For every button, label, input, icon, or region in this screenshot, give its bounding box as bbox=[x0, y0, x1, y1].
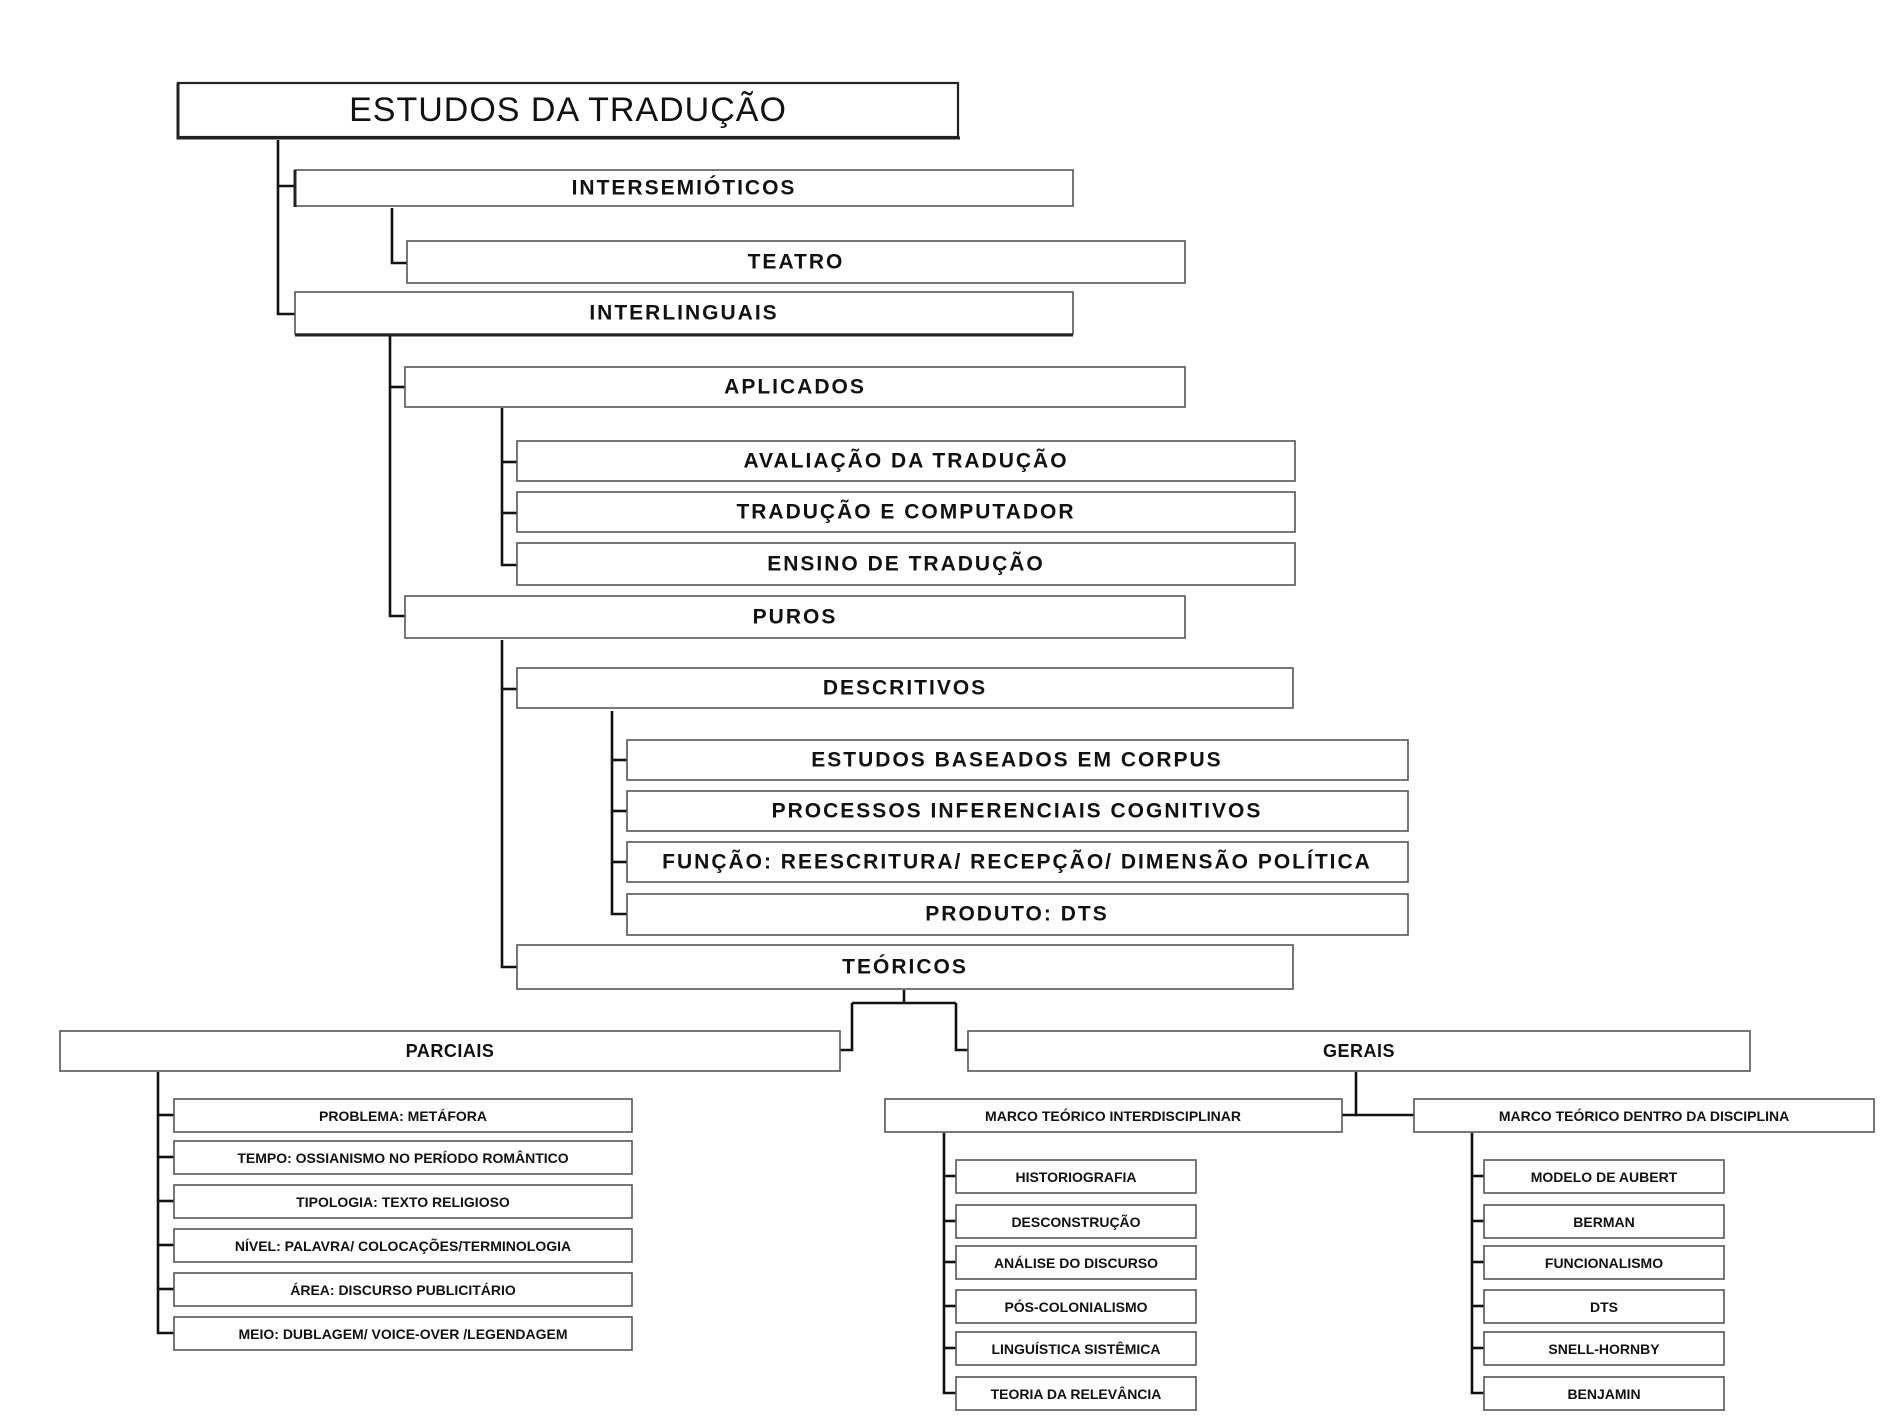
node-funcionalismo-label: FUNCIONALISMO bbox=[1545, 1255, 1663, 1271]
node-funcionalismo: FUNCIONALISMO bbox=[1483, 1245, 1725, 1280]
node-marco-inter: MARCO TEÓRICO INTERDISCIPLINAR bbox=[884, 1098, 1343, 1133]
node-aplicados: APLICADOS bbox=[404, 366, 1186, 408]
node-teoricos-label: TEÓRICOS bbox=[842, 955, 968, 979]
node-linguistica: LINGUÍSTICA SISTÊMICA bbox=[955, 1331, 1197, 1366]
node-tipologia: TIPOLOGIA: TEXTO RELIGIOSO bbox=[173, 1184, 633, 1219]
node-produto: PRODUTO: DTS bbox=[626, 893, 1409, 936]
node-relevancia-label: TEORIA DA RELEVÂNCIA bbox=[991, 1385, 1162, 1402]
node-corpus-label: ESTUDOS BASEADOS EM CORPUS bbox=[811, 749, 1222, 772]
node-ensino: ENSINO DE TRADUÇÃO bbox=[516, 542, 1296, 586]
node-poscolonialismo-label: PÓS-COLONIALISMO bbox=[1004, 1298, 1147, 1315]
node-root: ESTUDOS DA TRADUÇÃO bbox=[176, 81, 960, 140]
node-meio-label: MEIO: DUBLAGEM/ VOICE-OVER /LEGENDAGEM bbox=[238, 1326, 567, 1342]
node-nivel-label: NÍVEL: PALAVRA/ COLOCAÇÕES/TERMINOLOGIA bbox=[235, 1237, 571, 1254]
node-descritivos-label: DESCRITIVOS bbox=[823, 677, 987, 700]
node-parciais: PARCIAIS bbox=[59, 1030, 841, 1072]
node-traducao-computador: TRADUÇÃO E COMPUTADOR bbox=[516, 491, 1296, 533]
node-aubert: MODELO DE AUBERT bbox=[1483, 1159, 1725, 1194]
node-root-label: ESTUDOS DA TRADUÇÃO bbox=[349, 91, 787, 129]
node-linguistica-label: LINGUÍSTICA SISTÊMICA bbox=[991, 1340, 1160, 1357]
node-dts: DTS bbox=[1483, 1289, 1725, 1324]
node-funcao-label: FUNÇÃO: REESCRITURA/ RECEPÇÃO/ DIMENSÃO … bbox=[662, 851, 1372, 874]
node-teoricos: TEÓRICOS bbox=[516, 944, 1294, 990]
node-poscolonialismo: PÓS-COLONIALISMO bbox=[955, 1289, 1197, 1324]
node-processos: PROCESSOS INFERENCIAIS COGNITIVOS bbox=[626, 790, 1409, 832]
node-snell: SNELL-HORNBY bbox=[1483, 1331, 1725, 1366]
node-area-label: ÁREA: DISCURSO PUBLICITÁRIO bbox=[290, 1282, 516, 1298]
node-tipologia-label: TIPOLOGIA: TEXTO RELIGIOSO bbox=[296, 1194, 510, 1210]
node-tempo: TEMPO: OSSIANISMO NO PERÍODO ROMÂNTICO bbox=[173, 1140, 633, 1175]
node-interlinguais: INTERLINGUAIS bbox=[294, 291, 1074, 337]
node-descritivos: DESCRITIVOS bbox=[516, 667, 1294, 709]
node-interlinguais-label: INTERLINGUAIS bbox=[589, 302, 778, 325]
node-relevancia: TEORIA DA RELEVÂNCIA bbox=[955, 1376, 1197, 1411]
node-processos-label: PROCESSOS INFERENCIAIS COGNITIVOS bbox=[772, 800, 1263, 823]
node-avaliacao: AVALIAÇÃO DA TRADUÇÃO bbox=[516, 440, 1296, 482]
node-historiografia-label: HISTORIOGRAFIA bbox=[1015, 1169, 1136, 1185]
node-snell-label: SNELL-HORNBY bbox=[1548, 1341, 1660, 1357]
node-traducao-computador-label: TRADUÇÃO E COMPUTADOR bbox=[736, 501, 1075, 524]
node-funcao: FUNÇÃO: REESCRITURA/ RECEPÇÃO/ DIMENSÃO … bbox=[626, 841, 1409, 883]
node-ensino-label: ENSINO DE TRADUÇÃO bbox=[767, 553, 1045, 576]
node-analise-label: ANÁLISE DO DISCURSO bbox=[994, 1255, 1158, 1271]
node-meio: MEIO: DUBLAGEM/ VOICE-OVER /LEGENDAGEM bbox=[173, 1316, 633, 1351]
node-berman: BERMAN bbox=[1483, 1204, 1725, 1239]
node-intersemioticos: INTERSEMIÓTICOS bbox=[293, 169, 1074, 207]
node-puros: PUROS bbox=[404, 595, 1186, 639]
node-nivel: NÍVEL: PALAVRA/ COLOCAÇÕES/TERMINOLOGIA bbox=[173, 1228, 633, 1263]
node-benjamin: BENJAMIN bbox=[1483, 1376, 1725, 1411]
connectors bbox=[156, 140, 1484, 1395]
node-aplicados-label: APLICADOS bbox=[724, 376, 866, 399]
node-intersemioticos-label: INTERSEMIÓTICOS bbox=[572, 176, 797, 200]
node-aubert-label: MODELO DE AUBERT bbox=[1531, 1169, 1678, 1185]
node-berman-label: BERMAN bbox=[1573, 1214, 1634, 1230]
node-corpus: ESTUDOS BASEADOS EM CORPUS bbox=[626, 739, 1409, 781]
node-tempo-label: TEMPO: OSSIANISMO NO PERÍODO ROMÂNTICO bbox=[237, 1149, 568, 1166]
node-gerais-label: GERAIS bbox=[1323, 1041, 1395, 1061]
node-problema: PROBLEMA: METÁFORA bbox=[173, 1098, 633, 1133]
node-parciais-label: PARCIAIS bbox=[406, 1041, 495, 1061]
node-analise: ANÁLISE DO DISCURSO bbox=[955, 1245, 1197, 1280]
node-teatro-label: TEATRO bbox=[748, 251, 845, 274]
node-gerais: GERAIS bbox=[967, 1030, 1751, 1072]
node-desconstrucao-label: DESCONSTRUÇÃO bbox=[1011, 1213, 1140, 1230]
node-marco-dentro: MARCO TEÓRICO DENTRO DA DISCIPLINA bbox=[1413, 1098, 1875, 1133]
node-avaliacao-label: AVALIAÇÃO DA TRADUÇÃO bbox=[743, 450, 1068, 473]
node-marco-inter-label: MARCO TEÓRICO INTERDISCIPLINAR bbox=[985, 1107, 1241, 1124]
node-produto-label: PRODUTO: DTS bbox=[925, 903, 1108, 926]
node-desconstrucao: DESCONSTRUÇÃO bbox=[955, 1204, 1197, 1239]
node-teatro: TEATRO bbox=[406, 240, 1186, 284]
node-dts-label: DTS bbox=[1590, 1299, 1618, 1315]
node-problema-label: PROBLEMA: METÁFORA bbox=[319, 1108, 487, 1124]
node-area: ÁREA: DISCURSO PUBLICITÁRIO bbox=[173, 1272, 633, 1307]
node-puros-label: PUROS bbox=[753, 606, 838, 629]
node-historiografia: HISTORIOGRAFIA bbox=[955, 1159, 1197, 1194]
node-marco-dentro-label: MARCO TEÓRICO DENTRO DA DISCIPLINA bbox=[1499, 1107, 1789, 1124]
node-benjamin-label: BENJAMIN bbox=[1567, 1386, 1640, 1402]
